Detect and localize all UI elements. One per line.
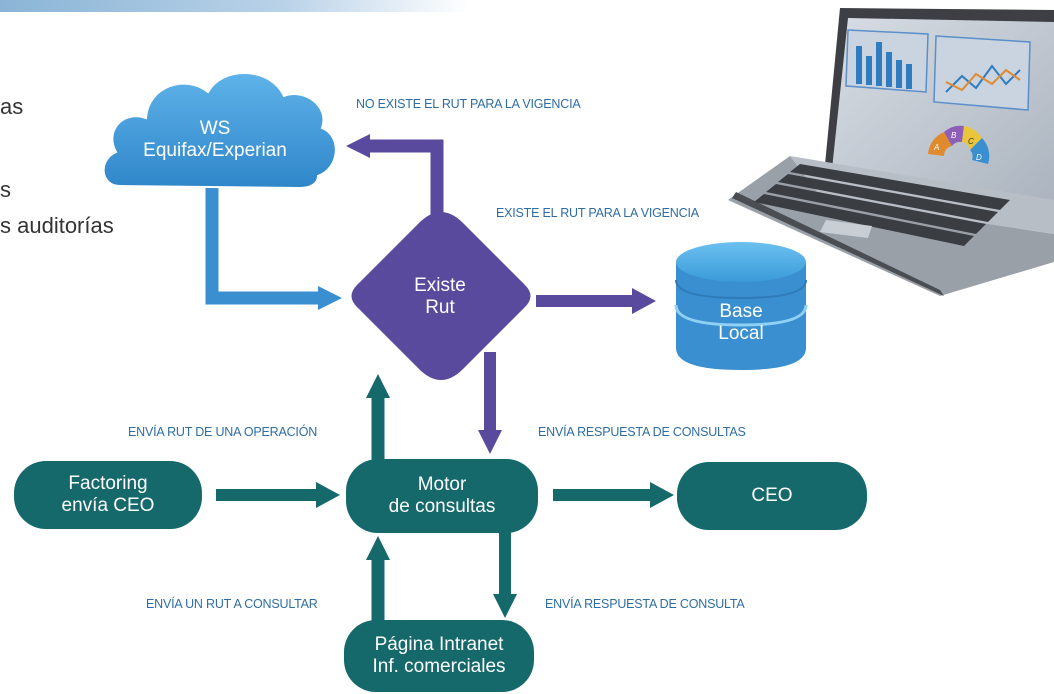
intranet-line-2: Inf. comerciales — [372, 656, 506, 677]
arrow-intranet-to-motor — [366, 536, 390, 632]
intranet-node — [344, 620, 534, 692]
existe-rut-label: Existe Rut — [380, 272, 500, 322]
arrow-motor-to-existe — [366, 374, 390, 462]
label-existe-rut: EXISTE EL RUT PARA LA VIGENCIA — [496, 206, 699, 220]
existe-rut-line-1: Existe — [414, 275, 466, 296]
side-text-line-2: s — [0, 177, 11, 202]
motor-line-2: de consultas — [388, 496, 496, 517]
laptop-bar-chart-panel — [845, 29, 929, 93]
laptop-keyboard — [754, 164, 1010, 246]
factoring-line-1: Factoring — [68, 473, 148, 494]
factoring-label: Factoring envía CEO — [14, 461, 202, 529]
ws-node-label: WS Equifax/Experian — [110, 108, 320, 172]
base-local-database — [674, 242, 808, 370]
motor-label: Motor de consultas — [346, 459, 538, 533]
arrow-existe-to-base — [536, 288, 656, 314]
existe-rut-line-2: Rut — [425, 297, 455, 318]
existe-rut-diamond — [351, 212, 531, 380]
intranet-label: Página Intranet Inf. comerciales — [344, 620, 534, 692]
header-gradient-bar — [0, 0, 470, 12]
arrow-existe-to-motor — [478, 352, 502, 454]
side-text-line-1: as — [0, 94, 24, 119]
laptop-touchpad — [820, 220, 872, 238]
arrow-motor-to-ceo — [553, 482, 674, 508]
base-local-label: Base Local — [691, 298, 791, 348]
laptop-line-chart-panel — [933, 35, 1031, 111]
base-local-line-1: Base — [719, 301, 763, 322]
label-envia-respuesta-consultas: ENVÍA RESPUESTA DE CONSULTAS — [538, 425, 746, 439]
gauge-letter-d: D — [976, 153, 982, 162]
ceo-node — [677, 462, 867, 530]
label-envia-rut-operacion: ENVÍA RUT DE UNA OPERACIÓN — [128, 425, 318, 439]
side-text-line-3: s auditorías — [0, 213, 114, 238]
ceo-label: CEO — [677, 462, 867, 530]
arrow-ws-to-existe — [205, 186, 342, 310]
label-no-existe-rut: NO EXISTE EL RUT PARA LA VIGENCIA — [356, 97, 581, 111]
label-envia-respuesta-consulta: ENVÍA RESPUESTA DE CONSULTA — [545, 597, 745, 611]
arrow-existe-to-ws — [346, 134, 444, 228]
arrow-motor-to-intranet — [493, 532, 517, 618]
motor-line-1: Motor — [417, 474, 467, 495]
gauge-letter-c: C — [968, 137, 974, 146]
gauge-letter-a: A — [933, 143, 939, 152]
motor-node — [346, 459, 538, 533]
factoring-line-2: envía CEO — [61, 495, 155, 516]
ws-cloud-node — [102, 72, 337, 190]
ceo-line-1: CEO — [751, 485, 793, 506]
label-envia-rut-consultar: ENVÍA UN RUT A CONSULTAR — [146, 597, 318, 611]
arrow-factoring-to-motor — [216, 482, 340, 508]
gauge-letter-b: B — [951, 131, 957, 140]
laptop-gauge: A B C D — [928, 125, 990, 164]
base-local-line-2: Local — [718, 323, 764, 344]
ws-node-line-1: WS — [199, 118, 231, 139]
intranet-line-1: Página Intranet — [374, 634, 504, 655]
laptop-illustration: A B C D — [728, 8, 1054, 296]
ws-node-line-2: Equifax/Experian — [143, 140, 287, 161]
factoring-node — [14, 461, 202, 529]
